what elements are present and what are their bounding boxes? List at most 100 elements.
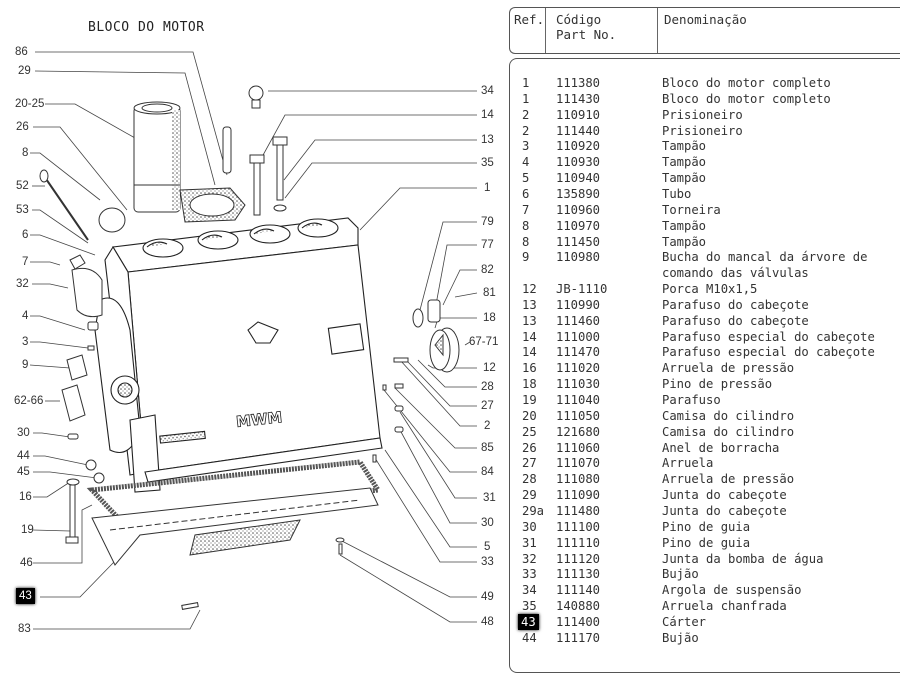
callout-16: 16 <box>19 491 32 503</box>
row-ref: 8 <box>522 218 530 233</box>
rubber-ring <box>98 207 126 233</box>
row-part-number: 110960 <box>556 202 601 217</box>
row-ref: 2 <box>522 123 530 138</box>
callout-4: 4 <box>22 310 29 322</box>
callout-49: 49 <box>481 591 494 603</box>
callout-3: 3 <box>22 336 29 348</box>
row-part-number: 121680 <box>556 424 601 439</box>
row-ref: 16 <box>522 361 537 376</box>
leader-lines-left <box>29 51 228 630</box>
row-description: Parafuso <box>662 393 721 407</box>
row-part-number: 111480 <box>556 503 601 518</box>
row-part-number: 110980 <box>556 250 601 265</box>
leader-lines-right <box>261 90 478 623</box>
row-part-number: 111470 <box>556 345 601 360</box>
row-ref: 4 <box>522 155 530 170</box>
row-description: Anel de borracha <box>662 440 780 455</box>
callout-62-66: 62-66 <box>14 395 44 407</box>
callout-44: 44 <box>17 450 30 462</box>
header-ref: Ref. <box>510 8 546 53</box>
row-part-number: 110940 <box>556 171 601 186</box>
callout-86: 86 <box>15 46 28 58</box>
callout-79: 79 <box>481 216 494 228</box>
row-part-number: 111170 <box>556 630 601 645</box>
row-description: Tampão <box>662 155 707 170</box>
oil-pan-gasket <box>86 459 383 523</box>
callout-77: 77 <box>481 239 494 251</box>
callout-48: 48 <box>481 616 494 628</box>
engine-block-illustration: MWM <box>29 51 478 630</box>
row-description: Junta do cabeçote <box>662 488 787 503</box>
row-part-number: 111070 <box>556 456 601 471</box>
row-description: Arruela chanfrada <box>662 599 787 614</box>
row-description: Bucha do mancal da árvore de <box>662 250 868 265</box>
row-part-number: 111460 <box>556 313 601 328</box>
callout-30-left: 30 <box>17 427 30 439</box>
row-ref: 20 <box>522 408 537 423</box>
callout-35: 35 <box>481 157 494 169</box>
row-part-number: 111060 <box>556 440 601 455</box>
row-description: Bloco do motor completo <box>662 91 831 106</box>
row-ref: 43 <box>518 613 539 630</box>
row-part-number: 111130 <box>556 567 601 582</box>
row-description: Arruela de pressão <box>662 472 795 487</box>
brand-mark: MWM <box>235 408 283 431</box>
row-ref: 31 <box>522 535 537 550</box>
row-description: Bloco do motor completo <box>662 76 831 90</box>
row-ref: 9 <box>522 250 530 265</box>
callout-8: 8 <box>22 147 29 159</box>
row-description: Porca M10x1,5 <box>662 282 758 297</box>
row-description: Arruela <box>662 456 714 471</box>
row-part-number: 111050 <box>556 408 601 423</box>
row-ref: 26 <box>522 440 537 455</box>
row-description: Tampão <box>662 139 707 154</box>
callout-53: 53 <box>16 204 29 216</box>
callout-30-right: 30 <box>481 517 494 529</box>
row-ref: 27 <box>522 456 537 471</box>
row-ref: 8 <box>522 234 530 249</box>
water-pump-cover <box>412 299 460 373</box>
callout-46: 46 <box>20 557 33 569</box>
header-code-line1: Código <box>556 12 602 27</box>
row-description: Junta da bomba de água <box>662 551 824 566</box>
callout-26: 26 <box>16 121 29 133</box>
inspection-cover <box>247 321 279 344</box>
row-description: Tubo <box>662 186 692 201</box>
row-ref: 5 <box>522 171 530 186</box>
row-description: Parafuso especial do cabeçote <box>662 329 875 344</box>
row-ref: 25 <box>522 424 537 439</box>
callout-18: 18 <box>483 312 496 324</box>
row-part-number: 111020 <box>556 361 601 376</box>
callout-28: 28 <box>481 381 494 393</box>
row-ref: 35 <box>522 599 537 614</box>
row-part-number: JB-1110 <box>556 282 608 297</box>
row-ref: 1 <box>522 76 530 90</box>
header-code: Código Part No. <box>546 8 658 53</box>
row-ref: 14 <box>522 329 537 344</box>
row-description: Tampão <box>662 234 707 249</box>
row-description: Prisioneiro <box>662 107 743 122</box>
row-description: Parafuso do cabeçote <box>662 313 809 328</box>
special-head-bolt <box>253 159 261 216</box>
row-ref: 33 <box>522 567 537 582</box>
row-part-number: 111380 <box>556 76 601 90</box>
exploded-diagram: BLOCO DO MOTOR <box>14 20 498 635</box>
row-part-number: 111080 <box>556 472 601 487</box>
row-part-number: 111400 <box>556 614 601 629</box>
row-description: Camisa do cilindro <box>662 408 795 423</box>
row-part-number: 111450 <box>556 234 601 249</box>
engine-block <box>94 217 383 493</box>
callout-33: 33 <box>481 556 494 568</box>
callout-31: 31 <box>483 492 496 504</box>
row-ref: 7 <box>522 202 530 217</box>
callout-45: 45 <box>17 466 30 478</box>
row-part-number: 111030 <box>556 377 601 392</box>
row-description: Cárter <box>662 614 707 629</box>
row-part-number: 111120 <box>556 551 601 566</box>
row-part-number: 111100 <box>556 519 601 534</box>
row-ref: 12 <box>522 282 537 297</box>
row-description: Pino de guia <box>662 535 751 550</box>
row-part-number: 111040 <box>556 393 601 407</box>
row-ref: 14 <box>522 345 537 360</box>
